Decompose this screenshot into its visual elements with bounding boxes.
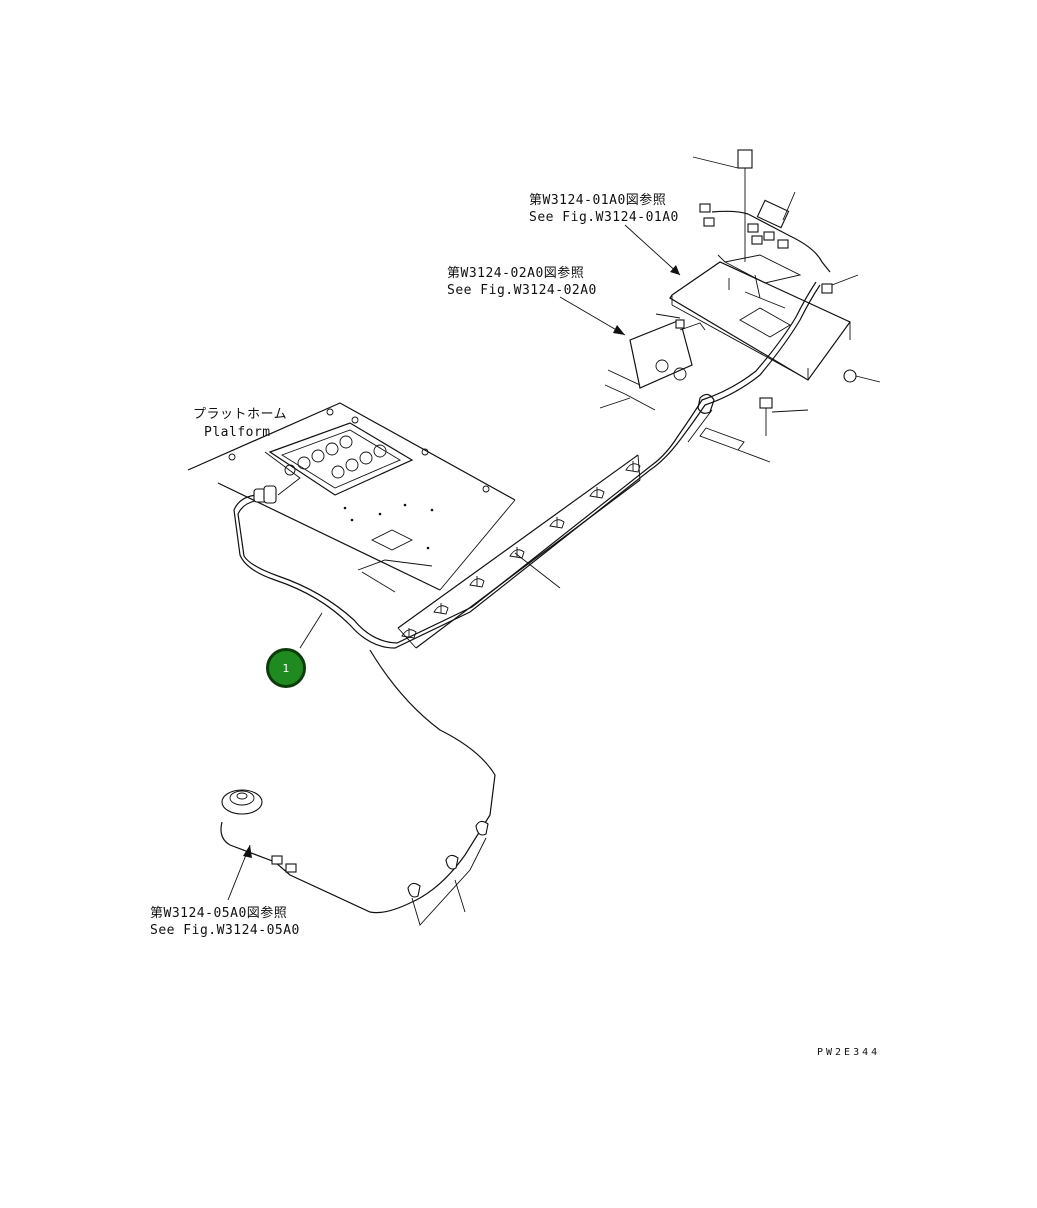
controller-bracket-assembly bbox=[669, 149, 881, 383]
reference-w3124-02a0-en: See Fig.W3124-02A0 bbox=[447, 283, 597, 298]
reference-w3124-05a0-jp: 第W3124-05A0図参照 bbox=[150, 906, 288, 921]
harness-bracket bbox=[397, 454, 641, 649]
drawing-code: PW2E344 bbox=[817, 1047, 881, 1058]
platform-label-jp: プラットホーム bbox=[193, 407, 288, 422]
harness-main bbox=[233, 281, 821, 649]
relay-bracket bbox=[599, 313, 706, 411]
reference-w3124-01a0-jp: 第W3124-01A0図参照 bbox=[529, 193, 667, 208]
harness-lower bbox=[220, 649, 496, 926]
clamp-bolt bbox=[687, 393, 809, 463]
part-number-label: 1 bbox=[282, 661, 290, 675]
reference-w3124-01a0-en: See Fig.W3124-01A0 bbox=[529, 210, 679, 225]
reference-w3124-02a0-jp: 第W3124-02A0図参照 bbox=[447, 266, 585, 281]
reference-w3124-05a0-en: See Fig.W3124-05A0 bbox=[150, 923, 300, 938]
part-number-marker-icon[interactable]: 1 bbox=[266, 648, 306, 688]
platform-label-en: Plalform bbox=[204, 425, 271, 440]
